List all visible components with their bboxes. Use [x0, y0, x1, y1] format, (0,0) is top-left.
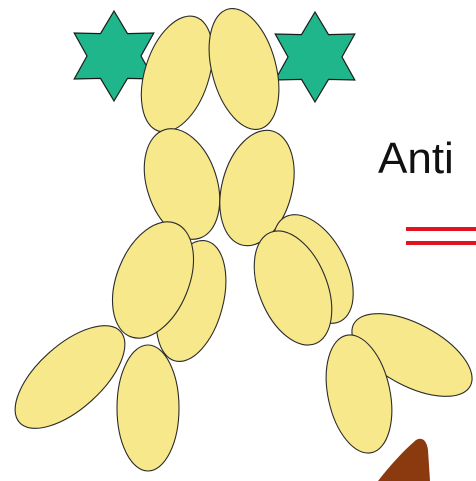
- equals-sign-icon: [406, 229, 476, 243]
- antibody-lobe: [117, 345, 179, 471]
- brown-shape: [378, 439, 430, 481]
- antibody-lobe: [197, 1, 291, 137]
- diagram-label: Anti: [378, 134, 454, 183]
- antigen-star-icon: [275, 12, 355, 102]
- antibody-icon: [0, 1, 476, 471]
